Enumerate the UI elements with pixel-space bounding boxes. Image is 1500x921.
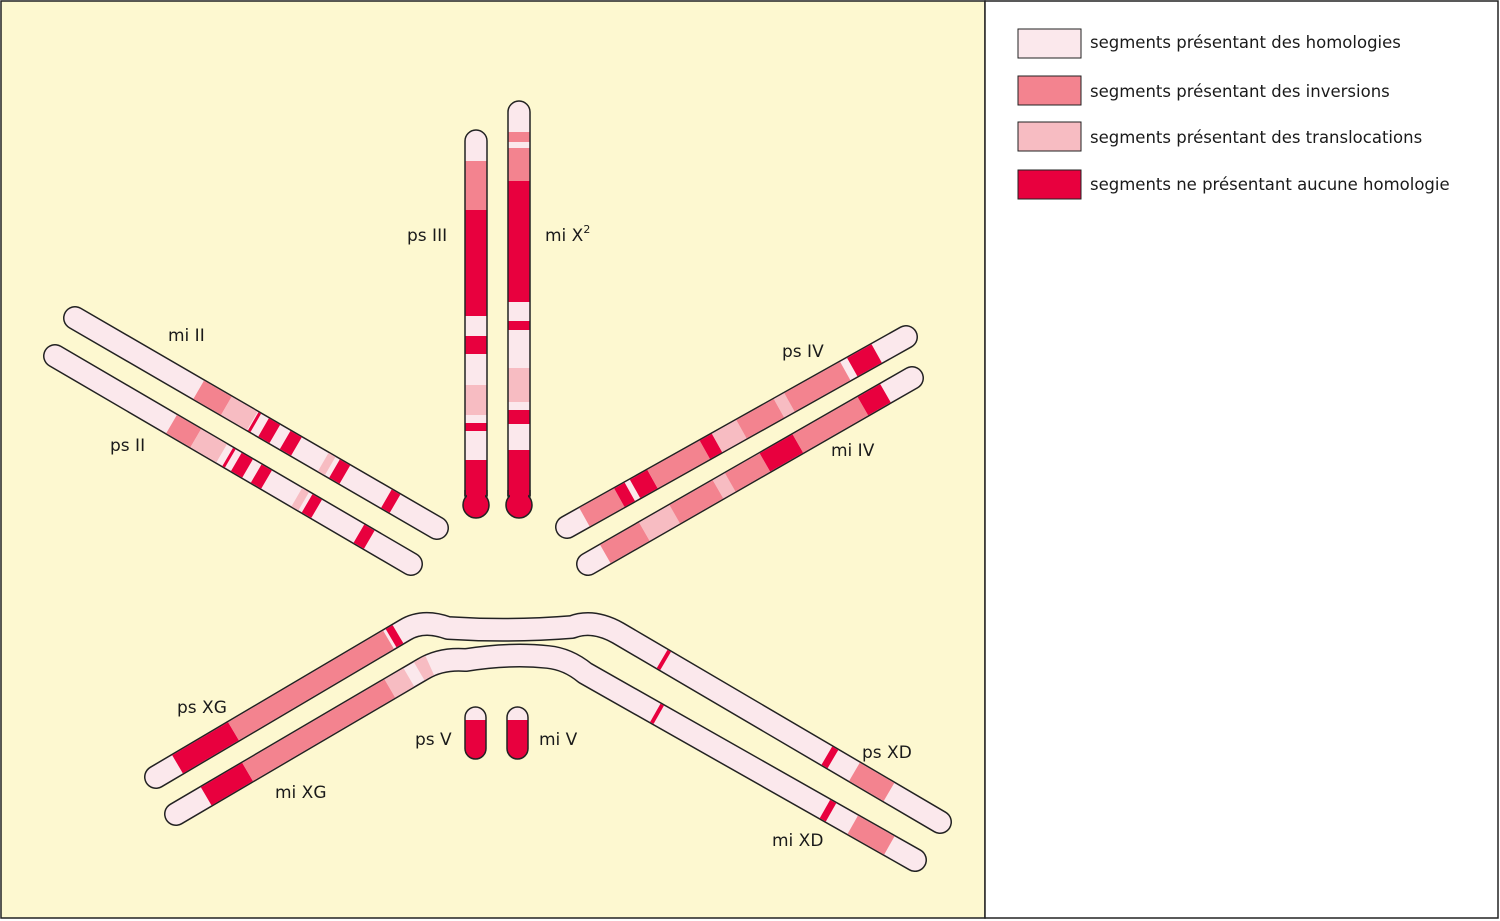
label-ps-XG: ps XG <box>177 698 227 718</box>
label-mi-XG: mi XG <box>275 783 327 803</box>
legend-panel <box>984 0 1499 919</box>
legend-swatch-translocation <box>1017 121 1082 152</box>
legend-label-translocation: segments présentant des translocations <box>1090 128 1422 147</box>
label-ps-III: ps III <box>407 226 447 246</box>
legend-label-inversion: segments présentant des inversions <box>1090 82 1390 101</box>
legend-swatch-homology <box>1017 28 1082 59</box>
label-mi-X2-superscript: 2 <box>583 223 590 236</box>
legend-label-no-homology: segments ne présentant aucune homologie <box>1090 175 1450 194</box>
label-mi-II: mi II <box>168 326 205 346</box>
legend: segments présentant des homologies segme… <box>1017 28 1450 200</box>
chromosome-mi-X2 <box>505 100 533 519</box>
legend-label-homology: segments présentant des homologies <box>1090 33 1401 52</box>
legend-swatch-no-homology <box>1017 169 1082 200</box>
label-mi-IV: mi IV <box>831 441 875 461</box>
label-mi-X2-text: mi X <box>545 226 584 246</box>
label-ps-V: ps V <box>415 730 452 750</box>
legend-swatch-inversion <box>1017 75 1082 106</box>
label-ps-II: ps II <box>110 436 145 456</box>
label-ps-XD: ps XD <box>862 743 912 763</box>
label-mi-X2: mi X2 <box>545 223 590 246</box>
chromosome-mi-V <box>506 706 529 760</box>
chromosome-ps-III <box>462 129 490 519</box>
label-ps-IV: ps IV <box>782 342 824 362</box>
label-mi-V: mi V <box>539 730 578 750</box>
chromosome-ps-V <box>464 706 487 760</box>
label-mi-XD: mi XD <box>772 831 823 851</box>
